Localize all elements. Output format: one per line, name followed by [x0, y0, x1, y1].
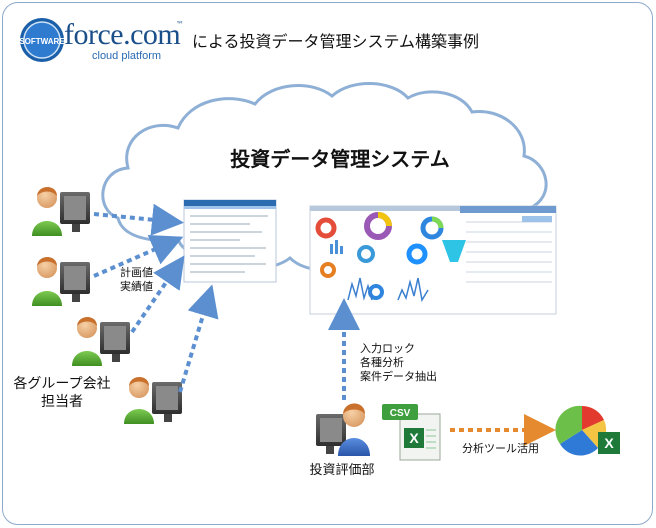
department-label: 投資評価部: [309, 462, 374, 478]
user-workstation-2: [32, 257, 90, 306]
dept-label-line3: 案件データ抽出: [360, 369, 437, 383]
arrow-user4-to-form: [178, 284, 219, 393]
input-label-line2: 実績値: [120, 279, 153, 293]
user-workstation-3: [72, 317, 130, 366]
users-label-line2: 担当者: [41, 394, 83, 410]
svg-text:X: X: [604, 435, 614, 451]
logo-badge-text: SOFTWARE: [19, 37, 65, 46]
input-form-screenshot: [183, 199, 277, 283]
user-workstation-1: [32, 187, 90, 236]
software-badge-logo: SOFTWARE: [19, 18, 65, 62]
csv-file-icon: CSV X: [382, 404, 441, 461]
cloud-title: 投資データ管理システム: [230, 147, 449, 171]
csv-badge: CSV: [390, 408, 411, 419]
dashboard-screenshot: [309, 205, 557, 315]
logo-subtitle: cloud platform: [92, 50, 162, 62]
arrow-user1-to-form: [93, 203, 184, 236]
dept-label-line1: 入力ロック: [360, 342, 415, 355]
department-workstation: [316, 403, 370, 456]
page-title: による投資データ管理システム構築事例: [192, 32, 480, 51]
input-label-line1: 計画値: [120, 265, 153, 279]
users-label-line1: 各グループ会社: [13, 376, 110, 392]
dept-label-line2: 各種分析: [360, 355, 404, 369]
user-workstation-4: [124, 377, 182, 424]
svg-text:X: X: [409, 430, 419, 446]
logo-trademark: ™: [176, 20, 184, 29]
arrow-user2-to-form: [93, 234, 184, 278]
logo-wordmark: force.com: [64, 18, 181, 51]
analysis-tool-icon: X: [555, 405, 620, 456]
tool-label: 分析ツール活用: [462, 441, 539, 455]
